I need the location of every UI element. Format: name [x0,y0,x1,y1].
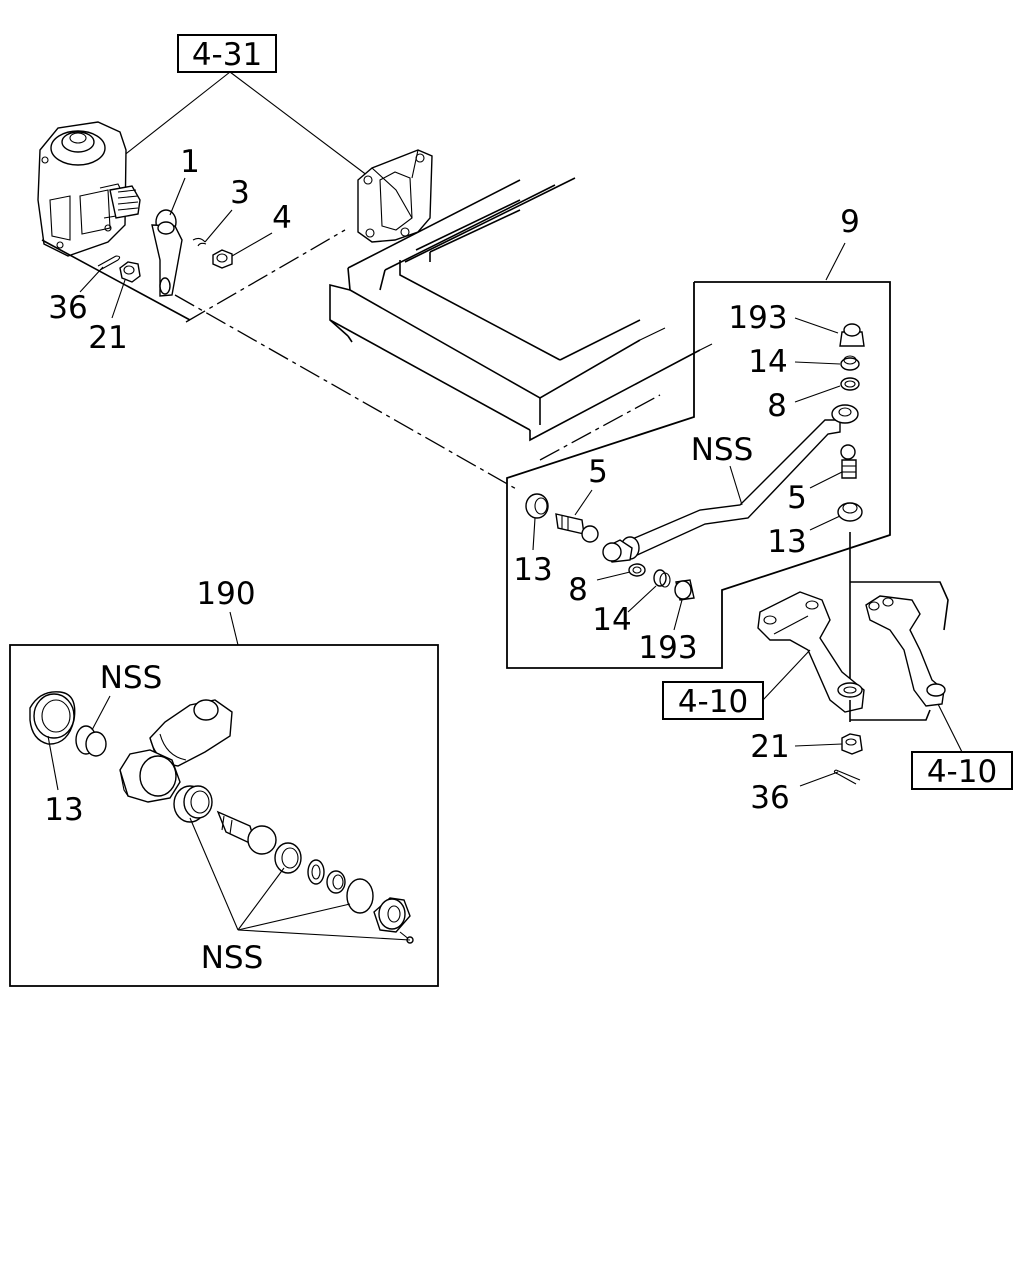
group-box-9 [506,281,891,669]
leader-13-inset [47,735,59,791]
callout-nss-rod: NSS [691,432,754,468]
split-pin-36-top [97,255,121,271]
inset-ring [307,859,325,885]
leader-3 [204,209,233,243]
leader-8-a [794,385,841,403]
leader-4-31-gearbox [117,71,231,161]
castle-nut-21-bottom [841,733,863,755]
centerline-b [174,294,519,491]
inset-plug [373,897,414,944]
callout-4: 4 [272,200,292,236]
inset-spring [326,870,346,894]
callout-9: 9 [840,204,860,240]
callout-36-bottom: 36 [750,780,789,816]
inset-box-190 [9,644,439,987]
leader-21-bottom [794,743,843,747]
inset-seat [274,842,302,874]
callout-193-b: 193 [638,630,697,666]
leader-1 [169,177,186,216]
leader-36-bottom [799,771,839,787]
spring-14-left [653,569,671,588]
callout-8-a: 8 [767,388,787,424]
callout-5-b: 5 [787,480,807,516]
pitman-arm [151,209,233,297]
boot-13-left [525,493,549,519]
callout-13-b: 13 [767,524,806,560]
leader-21-top [111,279,126,319]
callout-3: 3 [230,175,250,211]
castle-nut-21-top [119,261,141,283]
knuckle-arm-right [865,595,946,707]
callout-13-inset: 13 [44,792,83,828]
dust-cover-193-right [839,323,865,347]
inset-disc [346,878,374,914]
ball-stud-5-right [840,444,857,479]
callout-8-b: 8 [568,572,588,608]
leader-8-b [596,571,631,581]
leader-13-b [809,515,841,531]
leader-nss-rod [729,465,743,506]
leader-5-b [809,471,843,489]
callout-14-b: 14 [592,602,631,638]
drag-link-rod [602,404,859,563]
leader-nss-inset-top [91,695,111,731]
ref-label-4-31: 4-31 [192,37,262,73]
callout-nss-inset-top: NSS [100,660,163,696]
leader-190 [229,611,239,646]
leader-4-31-bracket [229,71,381,186]
callout-190: 190 [196,576,255,612]
ref-label-4-10-right: 4-10 [927,754,997,790]
callout-5-a: 5 [588,454,608,490]
callout-nss-inset-bottom: NSS [201,940,264,976]
leader-4-10-right [937,703,963,753]
ref-box-4-31[interactable]: 4-31 [177,34,277,73]
frame-bracket [357,149,433,243]
seal-8-right [840,377,860,391]
callout-21-top: 21 [88,320,127,356]
callout-1: 1 [180,144,200,180]
callout-14-a: 14 [748,344,787,380]
knuckle-link-bottom [850,709,931,721]
leader-193-b [673,599,683,631]
ref-box-4-10-right[interactable]: 4-10 [911,751,1013,790]
leader-13-a [532,517,536,551]
ball-stud-5-left [555,513,599,543]
leader-4-10-left [762,649,811,701]
callout-36-top: 36 [48,290,87,326]
callout-13-a: 13 [513,552,552,588]
seal-8-left [628,563,646,577]
frame-rails [329,177,713,442]
knuckle-link-top [850,581,949,631]
split-pin-36-bottom [833,769,861,785]
leader-193-a [794,317,839,334]
centerline-a [185,229,346,323]
leader-9 [825,242,846,281]
leader-36-top [79,266,104,293]
leader-5-a [574,489,593,516]
centerline-c [539,394,661,461]
inset-washer [75,725,107,757]
boot-13-right [837,502,863,522]
dust-cover-193-left [674,579,695,601]
callout-21-bottom: 21 [750,729,789,765]
ref-box-4-10-left[interactable]: 4-10 [662,681,764,720]
leader-4 [231,232,273,257]
ref-label-4-10-left: 4-10 [678,684,748,720]
callout-193-a: 193 [728,300,787,336]
inset-ball-stud [216,810,277,855]
leaders-nss-inset-bottom [189,817,411,941]
spring-14-right [840,355,860,371]
knuckle-arm-left [757,591,865,713]
inset-bearing [173,785,213,823]
leader-14-b [627,585,657,613]
inset-housing [119,749,181,803]
leader-14-a [794,361,841,365]
steering-gearbox [37,121,191,321]
inset-boot-13 [29,691,76,745]
